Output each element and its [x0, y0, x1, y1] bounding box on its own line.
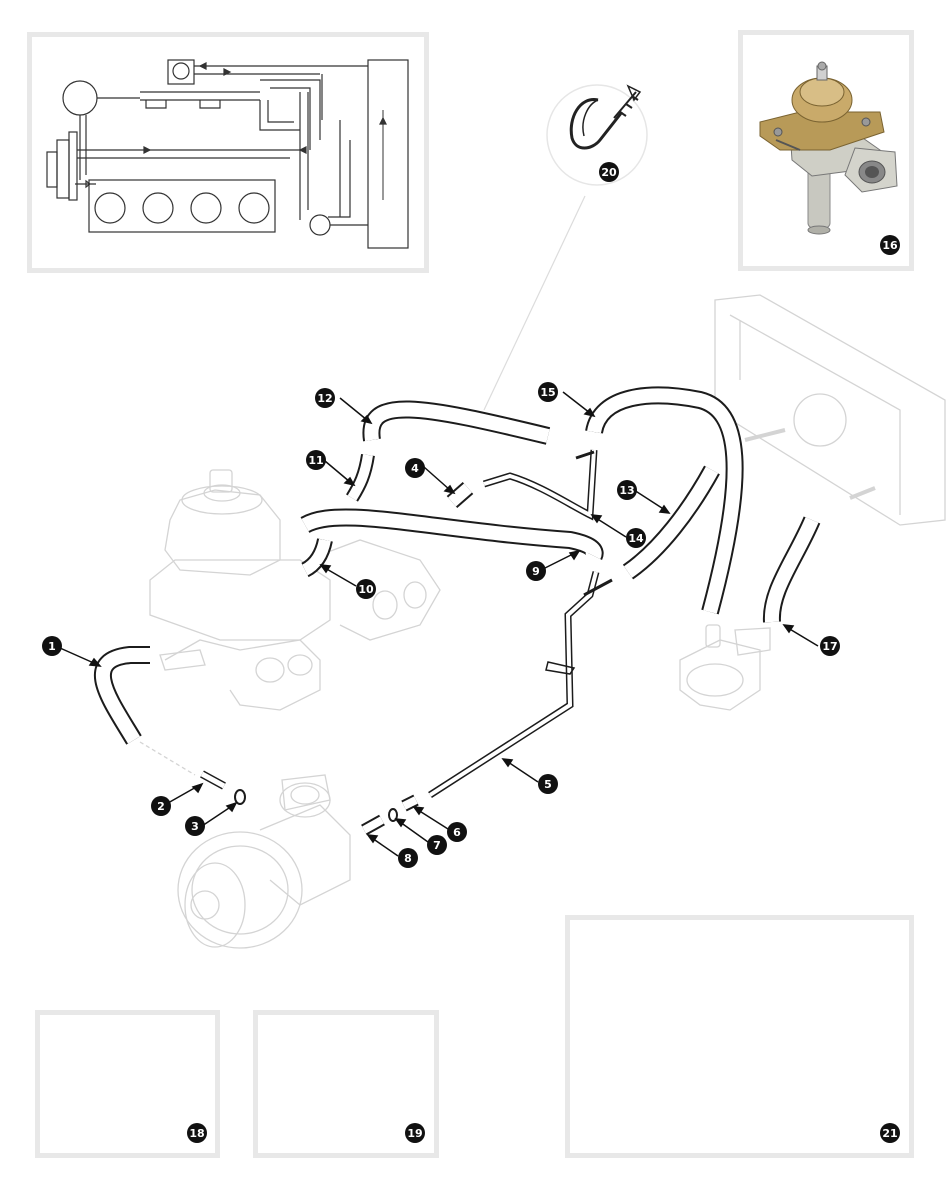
- callout-7: 7: [427, 835, 447, 855]
- svg-text:5: 5: [544, 778, 552, 791]
- svg-text:13: 13: [619, 484, 634, 497]
- callout-11: 11: [306, 450, 326, 470]
- callout-19: 19: [405, 1123, 425, 1143]
- callout-14: 14: [626, 528, 646, 548]
- svg-text:1: 1: [48, 640, 56, 653]
- callout-17: 17: [820, 636, 840, 656]
- svg-text:4: 4: [411, 462, 419, 475]
- clip-inset: [483, 84, 648, 411]
- svg-text:3: 3: [191, 820, 199, 833]
- svg-text:19: 19: [407, 1127, 422, 1140]
- svg-text:2: 2: [157, 800, 165, 813]
- svg-text:6: 6: [453, 826, 461, 839]
- svg-text:18: 18: [189, 1127, 204, 1140]
- svg-text:14: 14: [628, 532, 644, 545]
- svg-text:10: 10: [358, 583, 374, 596]
- svg-text:8: 8: [404, 852, 412, 865]
- svg-text:9: 9: [532, 565, 540, 578]
- svg-text:16: 16: [882, 239, 898, 252]
- svg-text:21: 21: [882, 1127, 897, 1140]
- callout-13: 13: [617, 480, 637, 500]
- callout-21: 21: [880, 1123, 900, 1143]
- callout-badges: 1 2 3 4 5 6 7 8 9 10 11 12 13 14 15 16 1…: [42, 162, 900, 1143]
- callout-15: 15: [538, 382, 558, 402]
- callout-3: 3: [185, 816, 205, 836]
- callout-1: 1: [42, 636, 62, 656]
- callout-20: 20: [599, 162, 619, 182]
- cooling-schematic: [46, 59, 409, 249]
- callout-8: 8: [398, 848, 418, 868]
- callout-10: 10: [356, 579, 376, 599]
- svg-text:20: 20: [601, 166, 617, 179]
- callout-5: 5: [538, 774, 558, 794]
- empty-panel-21: [565, 915, 914, 1158]
- callout-18: 18: [187, 1123, 207, 1143]
- svg-text:12: 12: [317, 392, 332, 405]
- callout-6: 6: [447, 822, 467, 842]
- callout-12: 12: [315, 388, 335, 408]
- heater-valve-image: [759, 61, 898, 235]
- svg-text:17: 17: [822, 640, 837, 653]
- leader-arrows: [59, 391, 819, 857]
- hoses: [93, 386, 821, 836]
- callout-9: 9: [526, 561, 546, 581]
- svg-text:11: 11: [308, 454, 323, 467]
- svg-text:15: 15: [540, 386, 555, 399]
- callout-2: 2: [151, 796, 171, 816]
- callout-16: 16: [880, 235, 900, 255]
- callout-4: 4: [405, 458, 425, 478]
- svg-text:7: 7: [433, 839, 441, 852]
